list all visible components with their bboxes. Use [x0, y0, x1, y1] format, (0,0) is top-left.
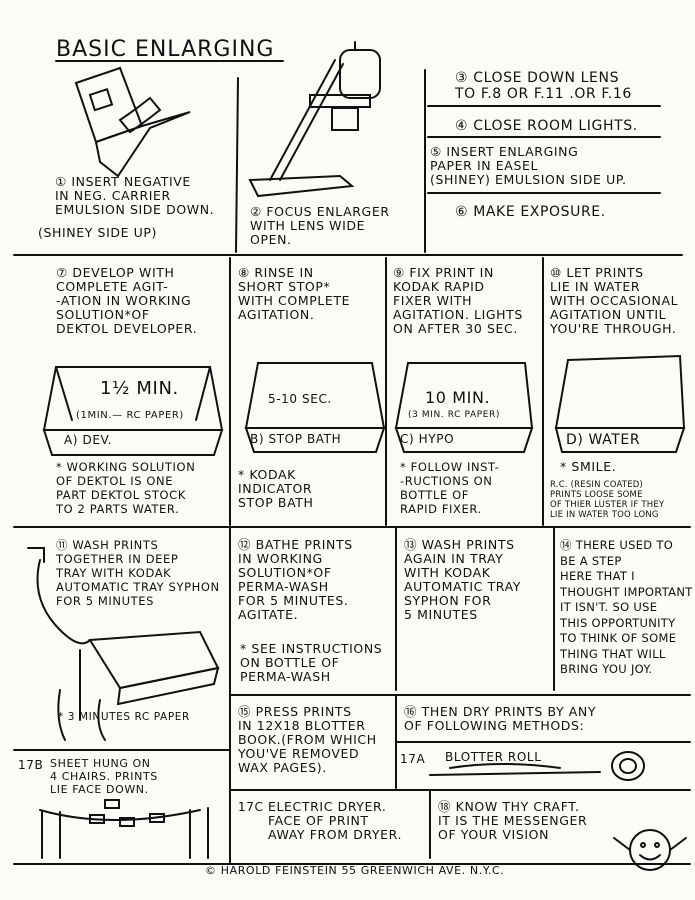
blotter-roll-drawing [429, 751, 645, 781]
water-tray-drawing [554, 354, 686, 453]
step-17b-text: Sheet hung on 4 chairs. Prints lie face … [50, 757, 158, 796]
tray-3-label: C) Hypo [400, 432, 455, 446]
step-17c-number: 17C [238, 800, 264, 814]
step-6: ⑥ Make exposure. [455, 204, 606, 220]
step-17c-text: Electric dryer. face of print away from … [268, 799, 403, 842]
tray-3-time: 10 min. [425, 388, 491, 407]
note-stop-bath: * Kodak indicator stop bath [238, 467, 314, 510]
tray-1-sub: (1min.— RC paper) [76, 410, 184, 421]
step-11-note: * 3 minutes RC paper [58, 711, 190, 723]
note-smile: * Smile. [560, 459, 617, 474]
step-5: ⑤ Insert enlarging paper in easel (Shine… [430, 144, 627, 187]
step-1-note: (Shiney side up) [38, 225, 158, 240]
divider [235, 77, 239, 253]
hypo-tray-drawing [394, 362, 534, 453]
step-17b-number: 17B [18, 758, 44, 772]
step-7: ⑦ Develop with complete agit- -ation in … [56, 265, 198, 336]
enlarger-drawing [248, 174, 355, 198]
step-2: ② Focus enlarger with lens wide open. [250, 204, 390, 247]
step-14: ⑭ There used to be a step here that I th… [560, 538, 693, 676]
step-9: ⑨ Fix print in Kodak rapid fixer with ag… [393, 265, 523, 336]
step-15: ⑮ Press prints in 12x18 blotter book.(fr… [238, 704, 377, 775]
note-dektol: * Working solution of Dektol is one part… [56, 460, 196, 516]
step-17a-text: Blotter roll [445, 750, 542, 764]
step-13: ⑬ Wash prints again in tray with Kodak a… [404, 537, 521, 622]
step-18: ⑱ Know thy craft. it is the messenger of… [438, 799, 588, 842]
tray-2-time: 5-10 sec. [268, 392, 332, 406]
developer-tray-drawing [42, 366, 224, 456]
step-4: ④ Close room lights. [455, 118, 638, 134]
footer-credit: © Harold Feinstein 55 Greenwich Ave. N.Y… [205, 864, 505, 877]
tray-1-time: 1½ min. [100, 378, 179, 399]
tray-1-label: A) Dev. [64, 433, 113, 447]
step-3: ③ Close down lens to f.8 or f.11 .or f.1… [455, 70, 632, 102]
step-11: ⑪ Wash prints together in deep tray with… [56, 538, 220, 608]
chairs-drawing [39, 799, 209, 859]
step-1: ① Insert negative in neg. carrier emulsi… [55, 174, 215, 217]
note-fixer: * Follow inst- -ructions on bottle of ra… [400, 460, 500, 516]
tray-3-sub: (3 min. RC paper) [408, 410, 501, 420]
step-16: ⑯ Then dry prints by any of following me… [404, 704, 597, 733]
step-12-note: * See instructions on bottle of Perma-wa… [240, 641, 383, 684]
tray-4-label: D) Water [566, 432, 641, 448]
syphon-tray-drawing [27, 547, 220, 741]
step-10: ⑩ Let prints lie in water with occasiona… [550, 265, 679, 336]
step-8: ⑧ Rinse in short stop* with complete agi… [238, 265, 351, 322]
smiley-drawing [613, 829, 687, 871]
note-rc-paper: R.C. (Resin coated) prints loose some of… [550, 480, 665, 520]
stop-bath-tray-drawing [244, 362, 386, 453]
step-12: ⑫ Bathe prints in working solution*of Pe… [238, 537, 353, 622]
tray-2-label: B) Stop bath [250, 432, 342, 446]
step-17a-number: 17A [400, 752, 426, 766]
page-title: Basic Enlarging [56, 37, 275, 62]
